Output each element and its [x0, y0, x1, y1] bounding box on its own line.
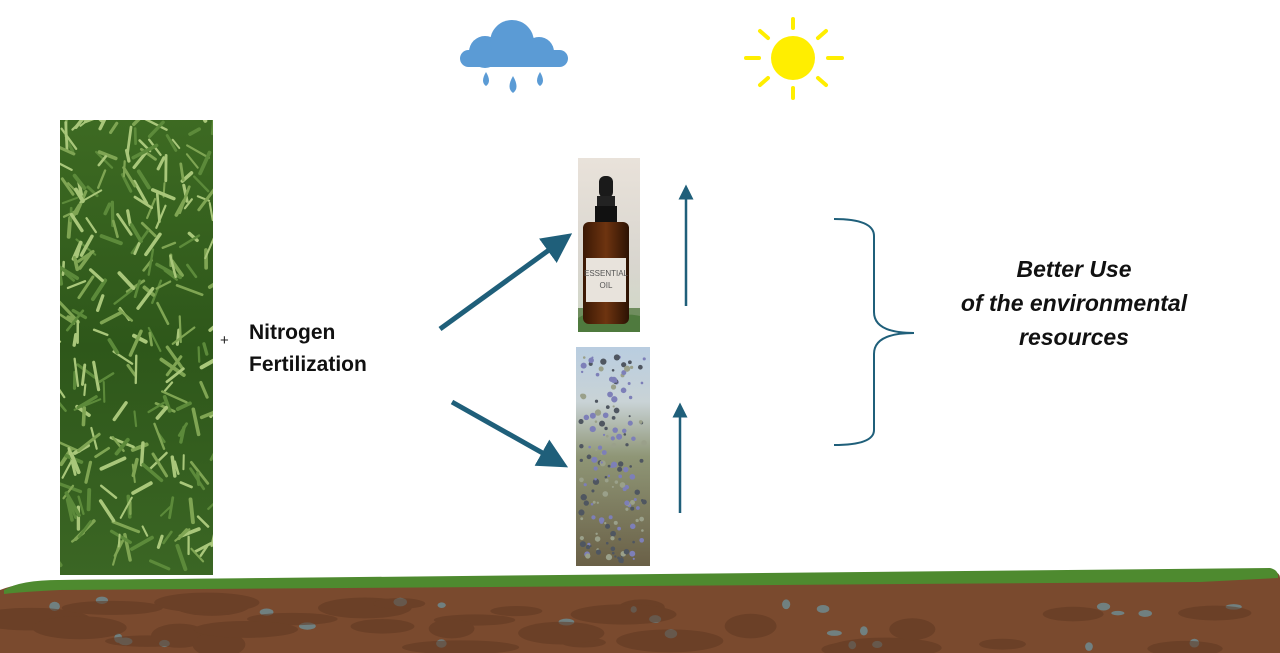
essential-oil-photo: ESSENTIAL OIL	[578, 158, 640, 332]
rosemary-plant-photo	[60, 120, 213, 575]
sun-icon	[744, 17, 844, 100]
outcome-line1: Better Use	[1016, 256, 1132, 282]
arrow-to-flowering-plant	[450, 399, 569, 468]
outcome-label: Better Use of the environmental resource…	[924, 252, 1224, 354]
oil-label-line2: OIL	[600, 281, 613, 290]
curly-brace	[833, 218, 915, 446]
outcome-line3: resources	[1019, 324, 1129, 350]
arrow-to-essential-oil	[438, 233, 573, 332]
flowering-plant-photo	[576, 347, 650, 566]
rain-cloud-icon	[460, 20, 568, 93]
treatment-label-line2: Fertilization	[249, 353, 367, 376]
grass-strip	[4, 568, 1279, 594]
plus-sign: +	[220, 332, 229, 349]
soil-ground	[0, 568, 1280, 653]
outcome-line2: of the environmental	[960, 290, 1188, 316]
oil-label-line1: ESSENTIAL	[584, 269, 629, 278]
treatment-label: Nitrogen Fertilization	[249, 317, 367, 381]
treatment-label-line1: Nitrogen	[249, 321, 336, 344]
